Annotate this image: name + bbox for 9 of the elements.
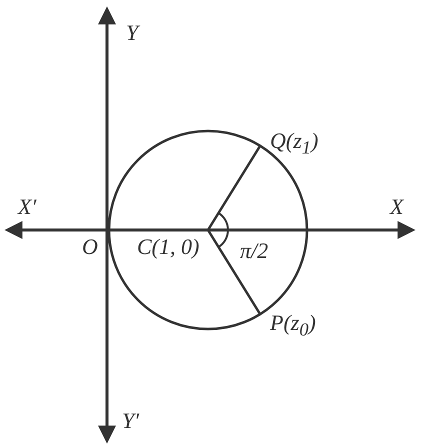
axis-label: X′ (18, 196, 36, 218)
axis-label: O (82, 236, 98, 258)
axis-label: Y′ (122, 410, 140, 432)
axis-label: π/2 (240, 240, 268, 262)
axis-label: Y (126, 22, 138, 44)
axis-label: X (390, 196, 404, 218)
point-label: P(z$_{0}$) (270, 312, 316, 339)
point-label: C(1, 0) (137, 236, 200, 258)
point-label: Q(z$_{1}$) (270, 130, 318, 157)
